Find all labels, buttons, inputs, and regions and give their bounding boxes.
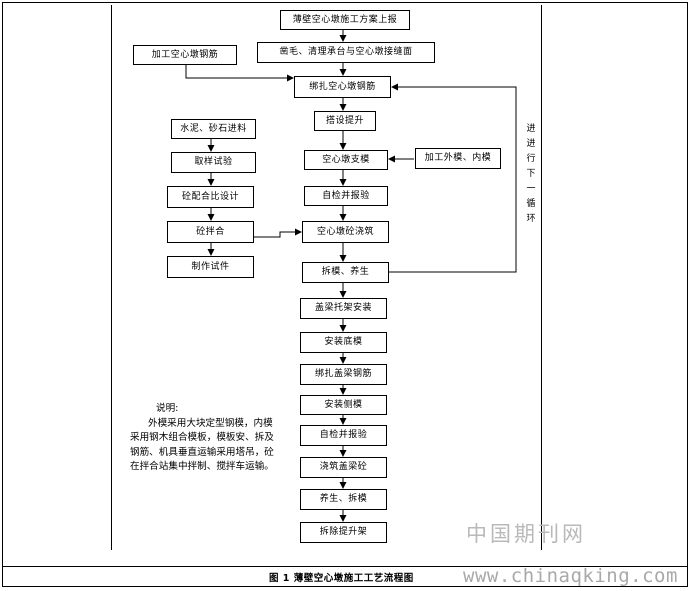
step-report: 薄壁空心墩施工方案上报 [280,10,410,30]
note-title: 说明: [156,403,179,414]
loop-label-char: 进 [526,139,536,149]
step-self-check-2: 自检并报验 [300,425,387,446]
step-remove-frame: 拆除提升架 [300,522,387,543]
step-sampling: 取样试验 [171,152,256,173]
loop-label-char: 一 [526,184,536,194]
arrow-process-rebar-bind [185,65,294,82]
step-process-rebar: 加工空心墩钢筋 [133,45,237,65]
loop-back-line [389,83,517,273]
step-hoist: 搭设提升 [314,111,376,131]
loop-label-char: 行 [526,154,536,164]
step-self-check-1: 自检并报验 [304,186,388,206]
loop-label: 进 进 行 下 一 循 环 [525,122,537,227]
step-beam-support: 盖梁托架安装 [300,298,387,319]
loop-label-char: 循 [526,199,536,209]
step-beam-pour: 浇筑盖梁砼 [300,457,387,478]
note-body: 外模采用大块定型钢模，内模采用钢木组合模板，模板安、拆及钢筋、机具垂直运输采用塔… [130,417,274,473]
step-formwork: 空心墩支模 [304,150,388,170]
figure-caption: 图 1 薄壁空心墩施工工艺流程图 [269,573,414,584]
step-bind-rebar: 绑扎空心墩钢筋 [294,76,391,98]
note: 说明: 外模采用大块定型钢模，内模采用钢木组合模板，模板安、拆及钢筋、机具垂直运… [130,402,282,475]
arrow-mixing-pour [254,228,302,238]
step-test-blocks: 制作试件 [167,256,254,278]
loop-label-char: 下 [526,169,536,179]
step-bottom-form: 安装底模 [300,332,387,353]
step-demold: 拆模、养生 [302,262,389,283]
step-mix-design: 砼配合比设计 [167,186,254,208]
loop-label-char: 环 [526,214,536,224]
step-outer-inner-form: 加工外模、内模 [415,148,501,169]
step-beam-rebar: 绑扎盖梁钢筋 [300,364,387,385]
watermark-url: www.chinaqking.com [463,565,678,587]
diagram-border [111,5,542,550]
loop-label-char: 进 [526,124,536,134]
caption-divider [2,566,688,567]
step-pour: 空心墩砼浇筑 [302,221,389,243]
watermark-cn: 中国期刊网 [466,522,586,546]
step-cure-demold: 养生、拆模 [300,489,387,510]
step-mixing: 砼拌合 [167,221,254,243]
step-side-form: 安装侧模 [300,395,387,415]
step-materials: 水泥、砂石进料 [171,119,256,139]
step-roughen: 凿毛、清理承台与空心墩接缝面 [257,42,435,63]
